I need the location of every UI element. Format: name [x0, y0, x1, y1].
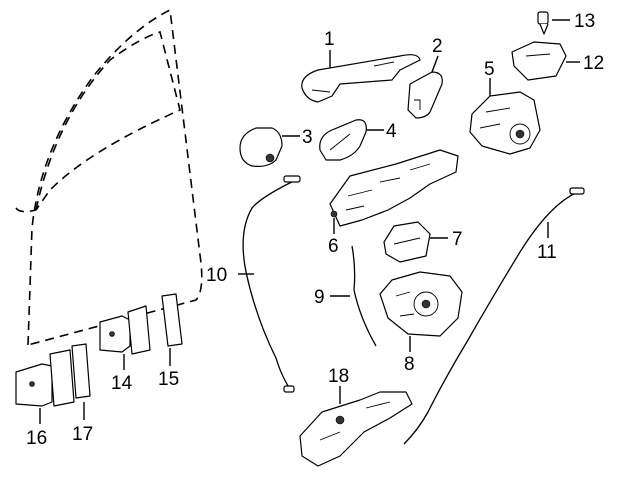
callout-12: 12: [583, 53, 604, 74]
mounting-bolt: [537, 11, 549, 35]
callout-17: 17: [72, 424, 93, 445]
door-check-strap: [299, 391, 413, 467]
lock-rod: [351, 245, 377, 347]
handle-bezel: [407, 71, 443, 119]
callout-3: 3: [302, 127, 313, 148]
inside-handle-cable: [242, 175, 301, 393]
door-outline: [15, 8, 203, 347]
handle-base-bracket: [511, 41, 567, 81]
handle-carrier: [329, 149, 459, 227]
callout-6: 6: [328, 236, 339, 257]
callout-7: 7: [452, 229, 463, 250]
key-cylinder-cap: [239, 127, 283, 167]
callout-labels: 1 2 3 4 5 6 7 8 9 10 11 12 13 14 15 16 1…: [26, 11, 604, 449]
callout-9: 9: [314, 287, 325, 308]
leader-lines: [39, 19, 580, 424]
callout-2: 2: [432, 36, 443, 57]
callout-16: 16: [26, 428, 47, 449]
handle-gasket: [319, 119, 367, 161]
callout-13: 13: [574, 11, 595, 32]
door-lock-assembly: [379, 271, 463, 337]
lower-hinge-shim: [71, 343, 91, 399]
callout-5: 5: [484, 59, 495, 80]
outside-door-handle: [301, 54, 421, 103]
callout-10: 10: [206, 265, 227, 286]
callout-4: 4: [386, 121, 397, 142]
upper-door-hinge: [99, 305, 151, 355]
lock-actuator: [469, 91, 541, 155]
lock-cable: [403, 187, 585, 445]
callout-11: 11: [537, 242, 557, 263]
callout-14: 14: [111, 373, 133, 394]
lower-door-hinge: [15, 349, 75, 407]
callout-1: 1: [324, 29, 335, 50]
callout-15: 15: [158, 369, 179, 390]
lock-module-cover: [383, 221, 431, 263]
upper-hinge-shim: [161, 293, 183, 347]
callout-18: 18: [328, 366, 349, 387]
callout-8: 8: [404, 354, 415, 375]
